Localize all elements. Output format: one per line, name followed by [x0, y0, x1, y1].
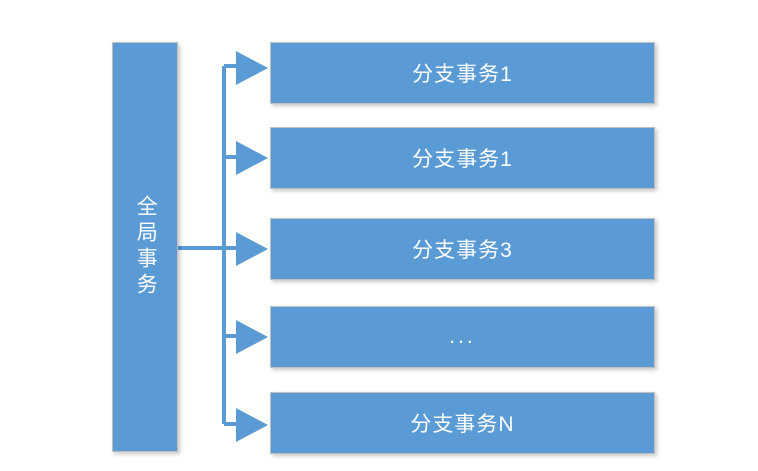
branch-transaction-node-1[interactable]: 分支事务1: [270, 42, 655, 104]
connector-branch-4: [224, 320, 268, 354]
global-transaction-node[interactable]: 全局事务: [112, 42, 178, 452]
connector-branch-3: [224, 232, 268, 266]
branch-transaction-label-3: 分支事务3: [412, 239, 513, 262]
branch-transaction-node-ellipsis[interactable]: ...: [270, 306, 655, 368]
branch-transaction-node-n[interactable]: 分支事务N: [270, 392, 655, 454]
branch-transaction-label-n: 分支事务N: [410, 413, 515, 436]
branch-transaction-label-ellipsis: ...: [449, 325, 476, 348]
connector-branch-1: [224, 51, 268, 85]
branch-transaction-node-3[interactable]: 分支事务3: [270, 218, 655, 280]
branch-transaction-label-1: 分支事务1: [412, 63, 513, 86]
connector-branch-5: [224, 408, 268, 442]
connector-branch-2: [224, 141, 268, 175]
branch-transaction-label-2: 分支事务1: [412, 148, 513, 171]
branch-transaction-node-2[interactable]: 分支事务1: [270, 127, 655, 189]
global-transaction-label: 全局事务: [134, 195, 158, 299]
